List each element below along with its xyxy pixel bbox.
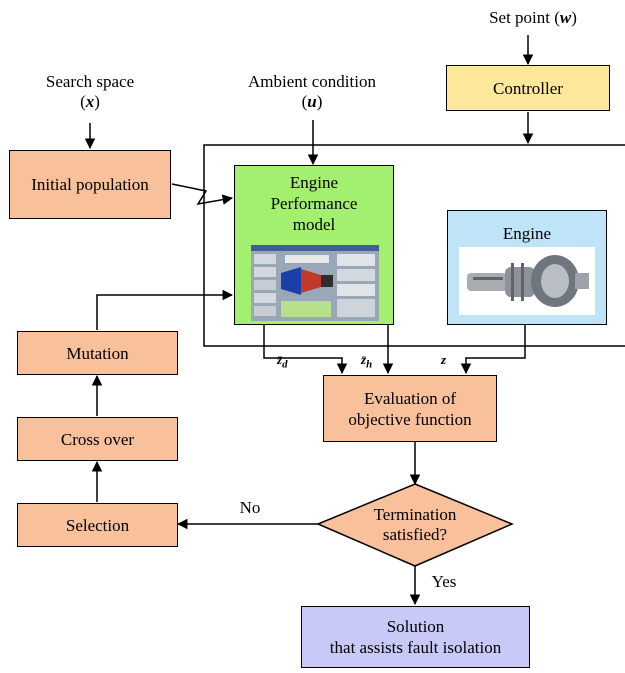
setpoint-label: Set point (w) xyxy=(489,8,577,27)
control-loop-frame xyxy=(203,144,625,347)
mutation-box: Mutation xyxy=(17,331,178,375)
search-space-label: Search space (x) xyxy=(45,72,135,111)
signal-z-label: z xyxy=(441,352,447,367)
arrow-mutation-model xyxy=(96,289,234,330)
branch-yes-label: Yes xyxy=(431,572,457,591)
ambient-label: Ambient condition (u) xyxy=(248,72,376,111)
branch-no-label: No xyxy=(239,498,261,517)
termination-label: Termination satisfied? xyxy=(373,505,457,544)
model-gui-thumbnail xyxy=(251,245,379,321)
controller-box: Controller xyxy=(446,65,610,111)
solution-box: Solution that assists fault isolation xyxy=(301,606,530,668)
selection-box: Selection xyxy=(17,503,178,547)
gas-turbine-image xyxy=(459,247,595,315)
arrow-zd xyxy=(263,325,348,375)
arrow-initial-model xyxy=(171,183,234,206)
initial-population-box: Initial population xyxy=(9,150,171,219)
arrow-z xyxy=(460,325,526,375)
signal-zh-label: z̄h xyxy=(361,352,373,371)
crossover-box: Cross over xyxy=(17,417,178,461)
objective-function-box: Evaluation of objective function xyxy=(323,375,497,442)
termination-diamond xyxy=(316,483,514,567)
signal-zd-label: z̄d xyxy=(277,352,288,371)
